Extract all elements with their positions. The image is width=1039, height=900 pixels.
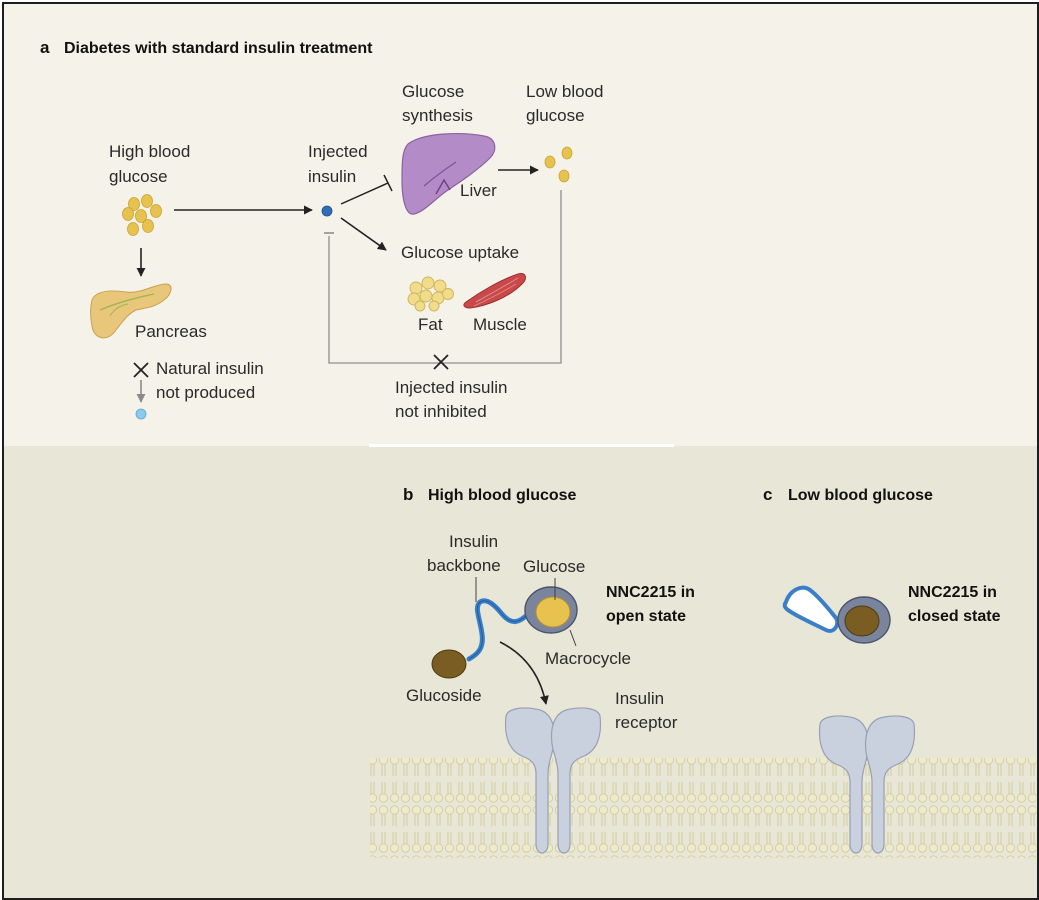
inhibit-insulin-to-liver <box>340 182 389 205</box>
insulin-receptor-label-2: receptor <box>615 713 678 732</box>
natural-insulin-label-1: Natural insulin <box>156 359 264 378</box>
natural-insulin-dot-icon <box>135 408 147 420</box>
cell-membrane <box>370 758 1036 858</box>
injected-insulin-dot-icon <box>321 205 333 217</box>
feedback-blocked-x-icon <box>433 354 449 370</box>
glucose-uptake-label: Glucose uptake <box>401 243 519 262</box>
glucoside-icon <box>431 649 467 679</box>
injected-not-inhibited-label-2: not inhibited <box>395 402 487 421</box>
muscle-icon <box>463 273 526 309</box>
glucose-cluster-icon <box>122 194 162 236</box>
insulin-receptor-c-icon <box>818 715 916 854</box>
panel-b-title: High blood glucose <box>428 487 577 504</box>
liver-icon <box>401 133 496 215</box>
glucoside-label: Glucoside <box>406 686 482 705</box>
panel-c-letter: c <box>763 485 772 504</box>
panel-b-letter: b <box>403 485 413 504</box>
high-blood-glucose-label-2: glucose <box>109 167 168 186</box>
pancreas-label: Pancreas <box>135 322 207 341</box>
panel-divider <box>369 444 674 447</box>
pancreas-icon <box>90 283 172 339</box>
closed-state-label-2: closed state <box>908 608 1001 625</box>
panel-a-title: Diabetes with standard insulin treatment <box>64 40 373 57</box>
insulin-receptor-label-1: Insulin <box>615 689 664 708</box>
panel-a-background <box>4 4 1037 446</box>
injected-insulin-label-2: insulin <box>308 167 356 186</box>
insulin-backbone-outline <box>468 600 529 660</box>
closed-state-label-1: NNC2215 in <box>908 584 997 601</box>
macrocycle-label: Macrocycle <box>545 649 631 668</box>
low-blood-glucose-label-1: Low blood <box>526 82 604 101</box>
blocked-x-icon <box>133 362 149 378</box>
liver-label: Liver <box>460 181 497 200</box>
natural-insulin-label-2: not produced <box>156 383 255 402</box>
fat-icon <box>407 276 454 312</box>
insulin-receptor-b-icon <box>504 707 602 854</box>
glucose-synthesis-label-1: Glucose <box>402 82 464 101</box>
insulin-backbone-label-2: backbone <box>427 556 501 575</box>
muscle-label: Muscle <box>473 315 527 334</box>
glucose-synthesis-label-2: synthesis <box>402 106 473 125</box>
leader-macrocycle <box>569 629 577 647</box>
glucose-label-b: Glucose <box>523 557 585 576</box>
inhibit-bar <box>383 174 393 192</box>
insulin-backbone-label-1: Insulin <box>449 532 498 551</box>
arrow-insulin-to-uptake <box>340 217 387 251</box>
low-blood-glucose-label-2: glucose <box>526 106 585 125</box>
injected-insulin-label-1: Injected <box>308 142 368 161</box>
arrow-to-receptor <box>499 641 549 705</box>
low-glucose-dots-icon <box>544 146 573 183</box>
fat-label: Fat <box>418 315 443 334</box>
panel-c-title: Low blood glucose <box>788 487 933 504</box>
open-state-label-2: open state <box>606 608 686 625</box>
injected-not-inhibited-label-1: Injected insulin <box>395 378 507 397</box>
feedback-loop-line <box>328 190 562 364</box>
closed-state-molecule-icon <box>782 585 891 644</box>
diagram-canvas: a Diabetes with standard insulin treatme… <box>4 4 1037 898</box>
open-state-label-1: NNC2215 in <box>606 584 695 601</box>
panel-a-letter: a <box>40 38 50 57</box>
macrocycle-open-icon <box>524 586 578 634</box>
high-blood-glucose-label-1: High blood <box>109 142 190 161</box>
